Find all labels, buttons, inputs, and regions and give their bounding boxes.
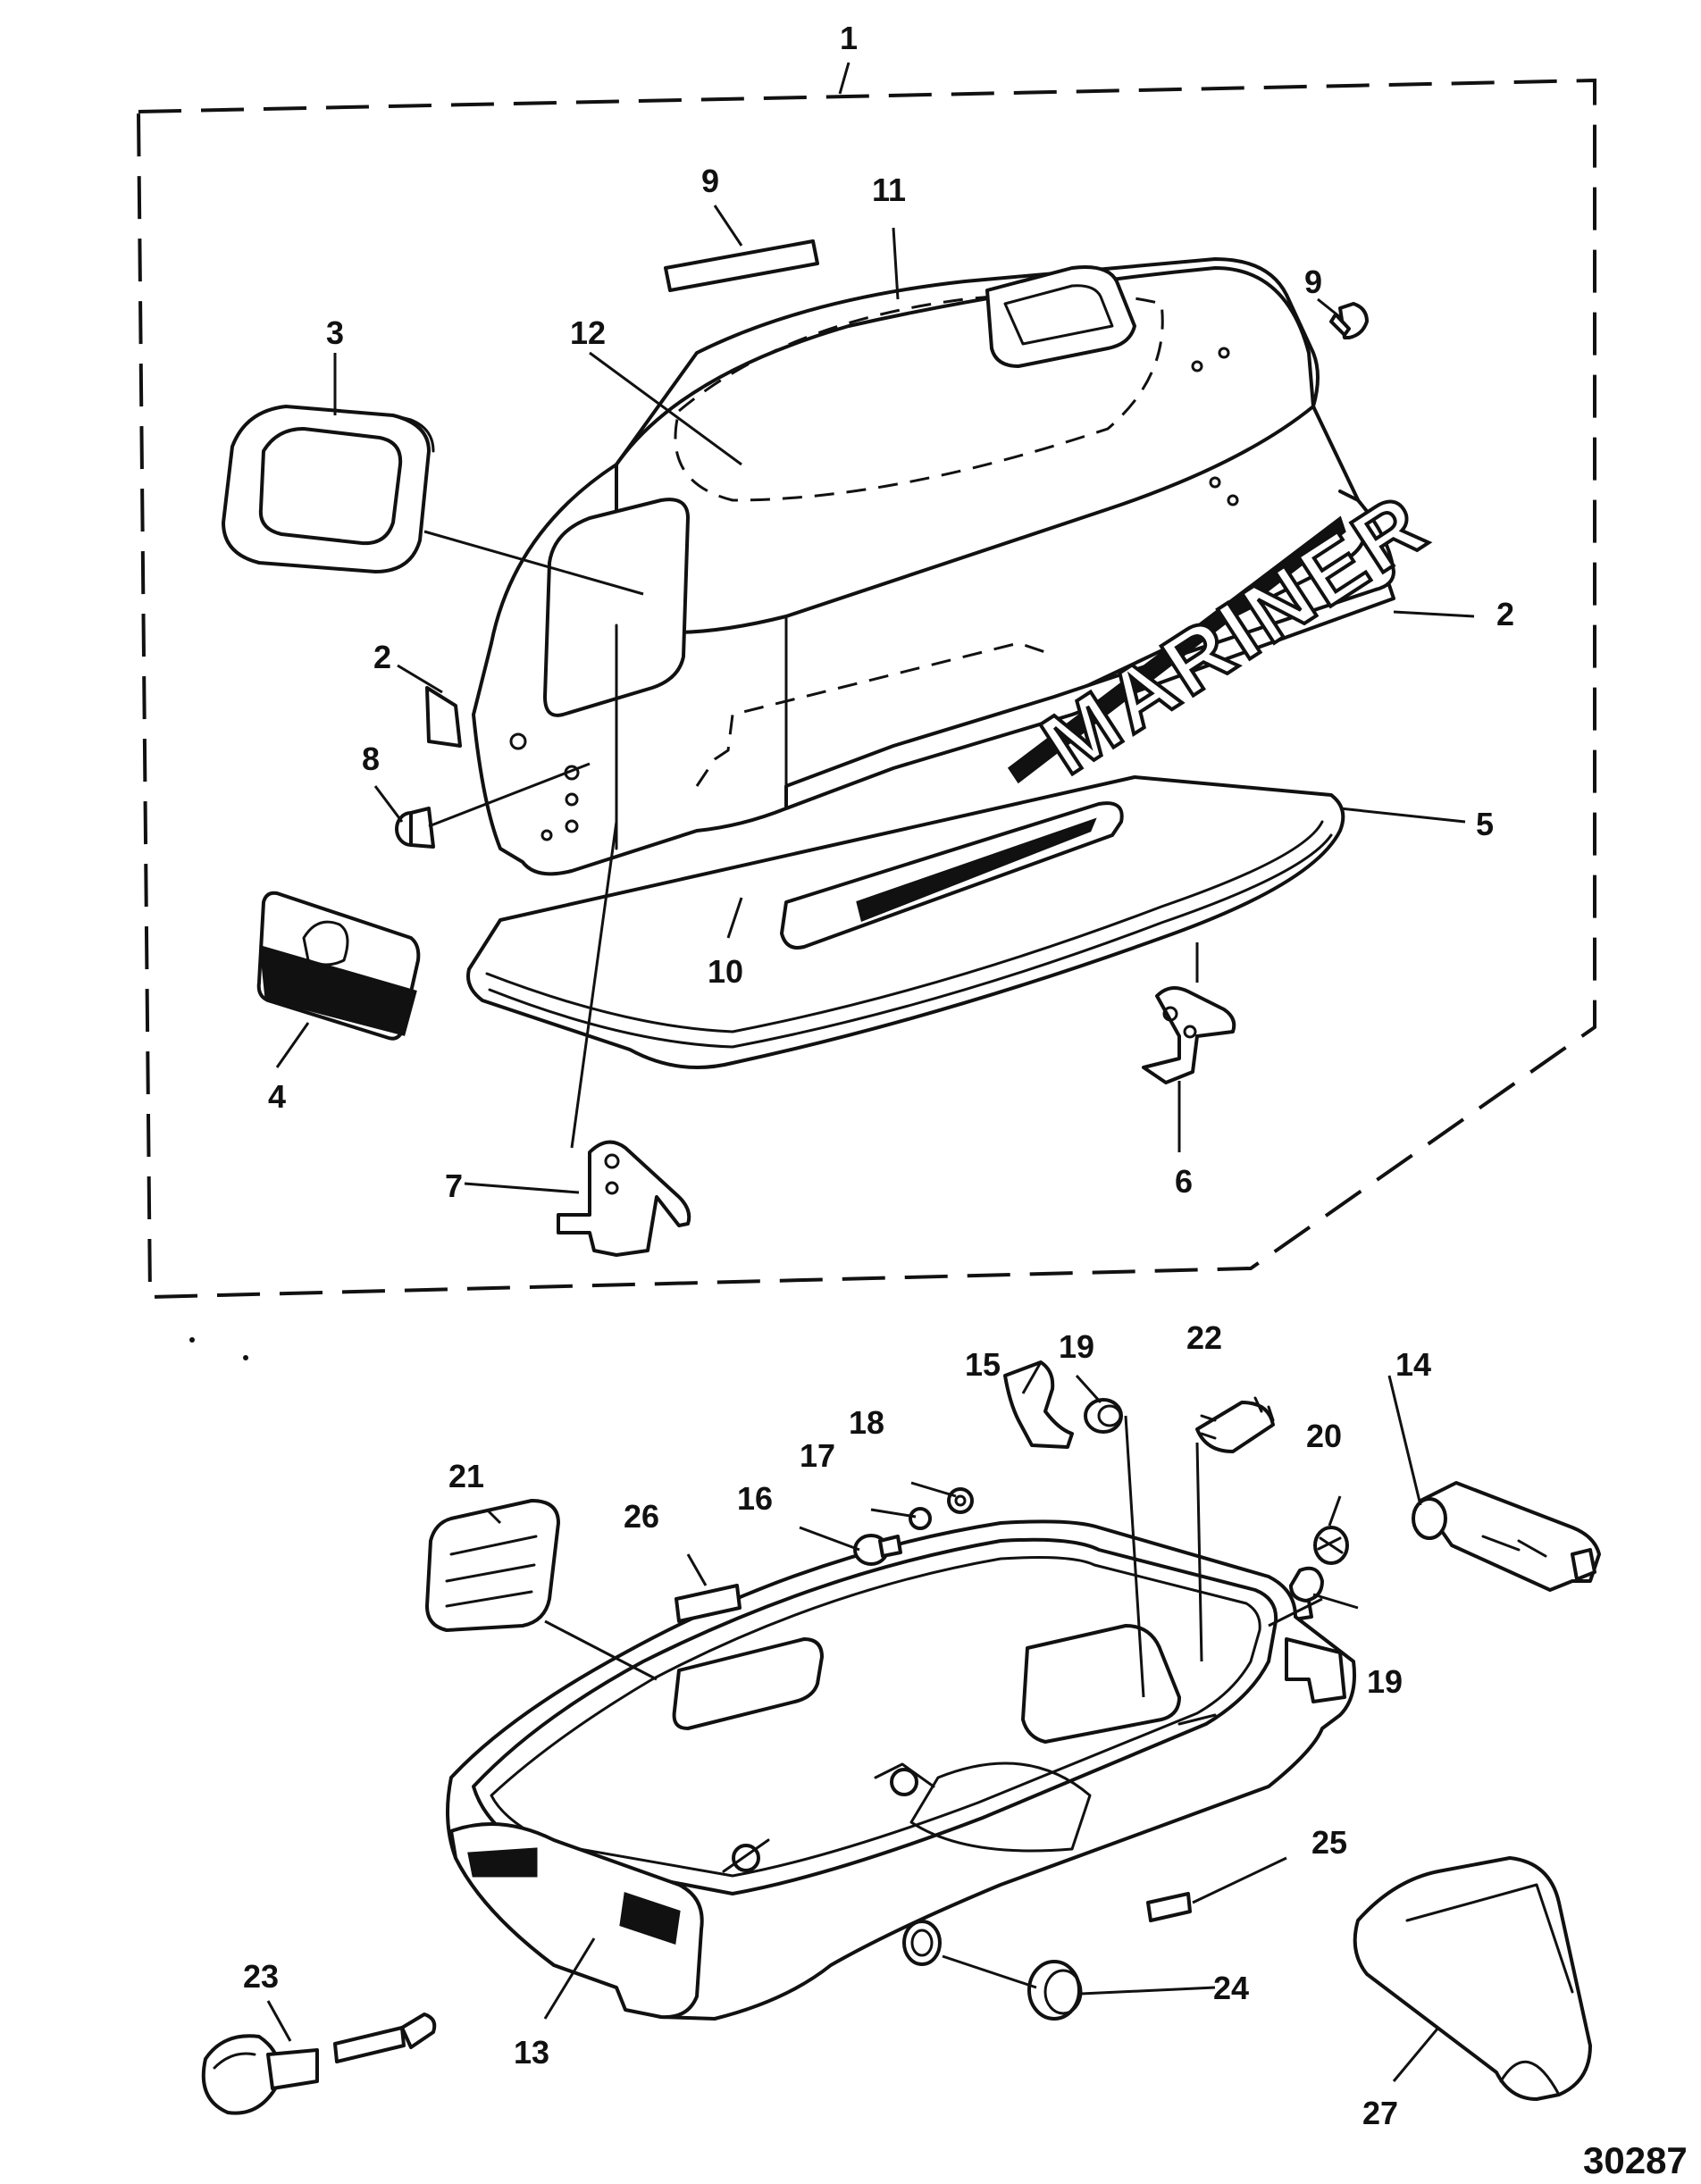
callout-18: 18 [849,1404,884,1441]
callout-5: 5 [1476,806,1494,842]
hand-grip [672,1637,824,1730]
callout-27: 27 [1362,2095,1398,2131]
decal-stripe [1007,515,1346,784]
callout-16: 16 [737,1480,773,1517]
pad-21 [425,1499,560,1632]
callout-7: 7 [445,1167,463,1204]
washer-17 [909,1507,932,1530]
callout-4: 4 [268,1078,286,1115]
callout-25: 25 [1311,1824,1347,1861]
callout-10: 10 [708,953,743,990]
callout-24: 24 [1213,1970,1249,2006]
connector-22 [1195,1396,1275,1453]
plug-23 [201,2012,437,2115]
side-decal [425,686,462,748]
callout-15: 15 [965,1346,1001,1383]
cowl-seal [466,775,1345,1069]
callout-8: 8 [362,741,380,777]
leader-lines [266,62,1475,2082]
latch-handle-14 [1412,1481,1601,1592]
cowl-holes [509,347,1239,841]
side-hole [902,1920,942,1966]
grommet-3 [222,405,435,573]
callout-12: 12 [570,314,606,351]
pin-8 [395,807,435,849]
callout-9: 9 [1304,264,1322,300]
knob-16 [853,1534,902,1566]
sleeve-27 [1353,1856,1592,2101]
callout-17: 17 [800,1437,835,1474]
screw-9 [1329,302,1369,339]
callout-23: 23 [243,1958,279,1995]
top-cowl: MARINER [425,257,1446,1069]
callout-2: 2 [373,639,391,675]
latch-bracket-6 [1142,986,1236,1084]
decal-4 [256,891,421,1041]
callout-14: 14 [1395,1346,1431,1383]
figure-number: 30287 [1583,2139,1688,2181]
rear-vent [985,265,1136,368]
callout-22: 22 [1186,1319,1222,1356]
hidden-panel-lower [695,641,1046,787]
grommet-19-upper [1084,1398,1123,1434]
callout-20: 20 [1306,1418,1342,1454]
callout-26: 26 [624,1498,659,1535]
callout-13: 13 [514,2034,549,2071]
callout-3: 3 [326,314,344,351]
lever-15 [1003,1360,1074,1449]
decal-band [784,490,1395,810]
callout-19: 19 [1367,1663,1403,1700]
callout-11: 11 [872,172,906,208]
callout-1: 1 [840,20,858,56]
callout-9: 9 [701,163,719,199]
label-25 [1146,1892,1192,1922]
bottom-cowl [446,1519,1356,2021]
assembly-boundary [136,78,1596,1300]
plug-24 [1027,1960,1083,2021]
washer-18 [947,1487,974,1514]
bottom-cowl-rim [472,1537,1278,1895]
air-intake-opening [543,498,690,717]
callout-19: 19 [1059,1328,1094,1365]
label-26 [675,1584,742,1623]
decal-strip [664,239,819,292]
latch-bracket-7 [557,1140,691,1257]
hidden-panel-upper [674,292,1164,502]
callout-2: 2 [1496,596,1514,632]
callout-6: 6 [1175,1163,1193,1200]
callout-21: 21 [448,1458,484,1494]
